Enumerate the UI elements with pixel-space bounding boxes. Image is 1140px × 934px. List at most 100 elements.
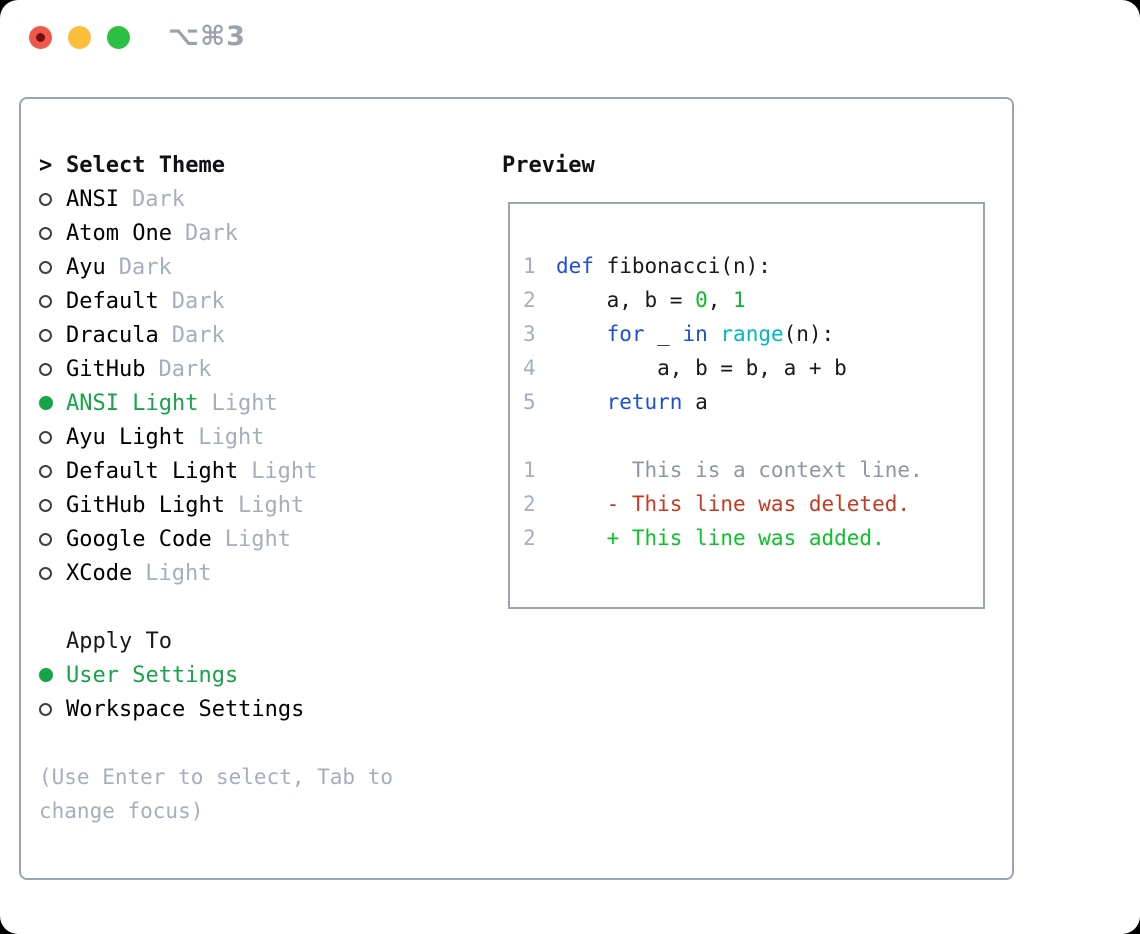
- line-number: 4: [523, 356, 536, 380]
- radio-icon: [39, 532, 66, 546]
- minimize-button-icon[interactable]: [68, 26, 91, 49]
- theme-variant-tag: Light: [145, 560, 212, 586]
- zoom-button-icon[interactable]: [107, 26, 130, 49]
- theme-option[interactable]: XCode Light: [39, 556, 393, 590]
- code-token-kw: in: [682, 322, 708, 346]
- radio-icon: [39, 328, 66, 342]
- radio-icon: [39, 192, 66, 206]
- theme-option-name: Atom One: [66, 220, 172, 246]
- theme-option-name: XCode: [66, 560, 133, 586]
- line-number: 1: [523, 254, 536, 278]
- radio-icon: [39, 226, 66, 240]
- code-line: 2 - This line was deleted.: [523, 487, 983, 521]
- apply-to-option[interactable]: User Settings: [39, 658, 393, 692]
- apply-to-header: Apply To: [39, 624, 393, 658]
- line-number: 5: [523, 390, 536, 414]
- code-token-plain: fibonacci(n):: [593, 254, 771, 278]
- line-number: 2: [523, 492, 536, 516]
- code-line: 2 a, b = 0, 1: [523, 283, 983, 317]
- radio-selected-icon: [39, 668, 66, 682]
- spacer: [39, 726, 393, 760]
- help-text: (Use Enter to select, Tab to change focu…: [39, 760, 393, 828]
- code-token-plain: [708, 322, 721, 346]
- theme-option[interactable]: Google Code Light: [39, 522, 393, 556]
- code-line: 5 return a: [523, 385, 983, 419]
- code-token-kw: return: [606, 390, 683, 414]
- code-token-context: This is a context line.: [556, 458, 923, 482]
- help-line-2: change focus): [39, 799, 204, 823]
- code-line: [523, 419, 983, 453]
- radio-icon: [39, 294, 66, 308]
- theme-option-name: ANSI Light: [66, 390, 199, 416]
- theme-option[interactable]: ANSI Light Light: [39, 386, 393, 420]
- apply-to-title: Apply To: [66, 628, 172, 654]
- apply-to-option[interactable]: Workspace Settings: [39, 692, 393, 726]
- close-dot-icon: [36, 33, 45, 42]
- selection-caret-icon: >: [39, 152, 53, 178]
- theme-selector-header: > Select Theme: [39, 148, 393, 182]
- line-number: 3: [523, 322, 536, 346]
- preview-header: Preview: [502, 148, 985, 182]
- line-number: 2: [523, 526, 536, 550]
- radio-icon: [39, 702, 66, 716]
- theme-variant-tag: Dark: [171, 322, 225, 348]
- code-token-added: + This line was added.: [556, 526, 885, 550]
- code-line: 3 for _ in range(n):: [523, 317, 983, 351]
- code-token-plain: a, b = b, a + b: [556, 356, 847, 380]
- code-token-kw: for: [606, 322, 645, 346]
- code-token-num: 1: [733, 288, 746, 312]
- apply-to-option-label: Workspace Settings: [66, 696, 305, 722]
- theme-variant-tag: Light: [251, 458, 318, 484]
- code-line: 2 + This line was added.: [523, 521, 983, 555]
- code-token-plain: _: [644, 322, 683, 346]
- theme-variant-tag: Dark: [158, 356, 212, 382]
- code-token-plain: a: [682, 390, 708, 414]
- help-line-1: (Use Enter to select, Tab to: [39, 765, 394, 789]
- theme-option-name: ANSI: [66, 186, 119, 212]
- code-token-plain: [556, 390, 607, 414]
- keyboard-shortcut-label: ⌥⌘3: [168, 21, 246, 52]
- radio-icon: [39, 430, 66, 444]
- theme-variant-tag: Light: [237, 492, 305, 518]
- close-button-icon[interactable]: [29, 26, 52, 49]
- theme-variant-tag: Light: [224, 526, 291, 552]
- radio-icon: [39, 260, 66, 274]
- code-line: 1 def fibonacci(n):: [523, 249, 983, 283]
- theme-selector-title: Select Theme: [66, 152, 225, 178]
- spacer: [39, 590, 393, 624]
- line-number: 1: [523, 458, 536, 482]
- theme-option[interactable]: GitHub Dark: [39, 352, 393, 386]
- code-token-num: 0: [695, 288, 708, 312]
- apply-to-option-label: User Settings: [66, 662, 239, 688]
- radio-icon: [39, 464, 66, 478]
- theme-option-name: GitHub: [66, 356, 146, 382]
- code-token-kw: def: [556, 254, 594, 278]
- code-line: 4 a, b = b, a + b: [523, 351, 983, 385]
- theme-option[interactable]: Atom One Dark: [39, 216, 393, 250]
- code-token-plain: a, b =: [556, 288, 696, 312]
- theme-variant-tag: Light: [211, 390, 278, 416]
- code-line: 1 This is a context line.: [523, 453, 983, 487]
- theme-option-name: Ayu Light: [66, 424, 186, 450]
- theme-variant-tag: Dark: [171, 288, 225, 314]
- theme-variant-tag: Dark: [184, 220, 238, 246]
- radio-icon: [39, 498, 66, 512]
- code-token-plain: (n):: [783, 322, 835, 346]
- radio-icon: [39, 566, 66, 580]
- theme-option-name: Google Code: [66, 526, 212, 552]
- radio-icon: [39, 362, 66, 376]
